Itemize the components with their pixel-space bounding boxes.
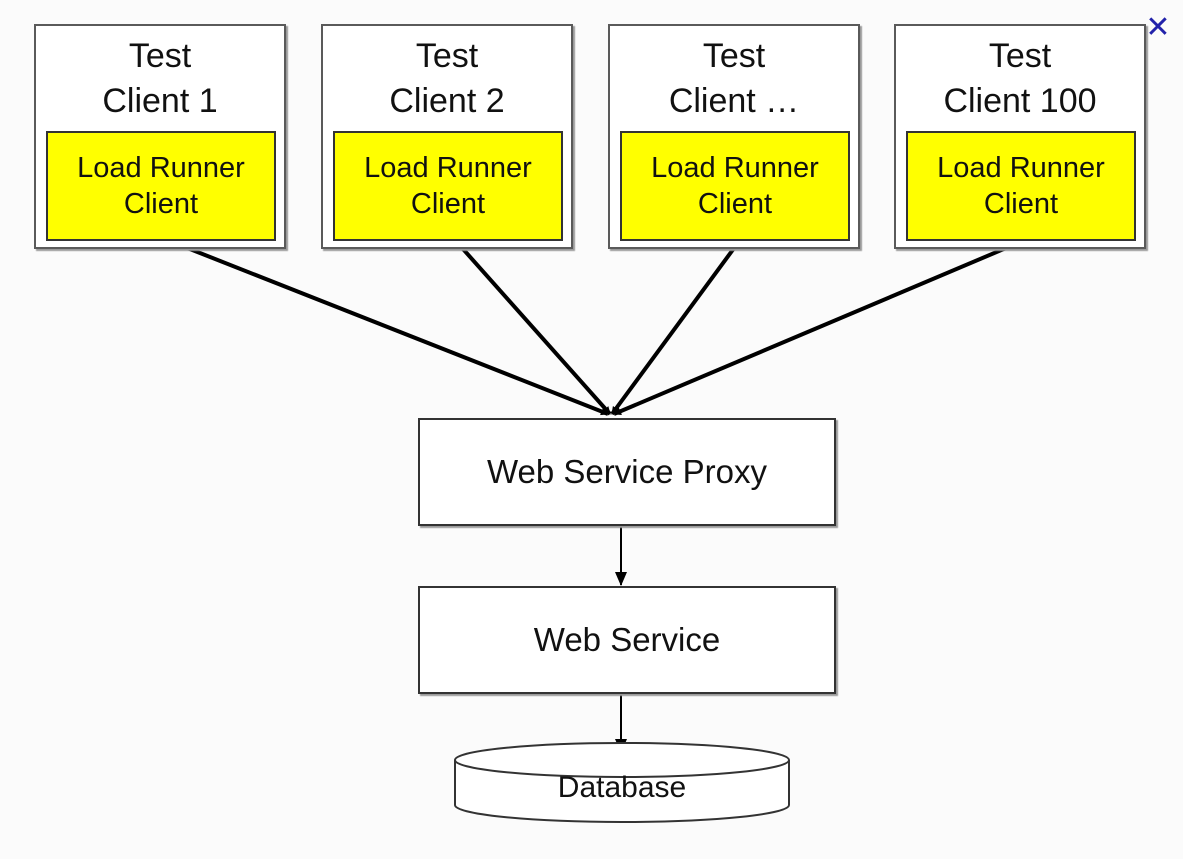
test-client-title: Test Client …	[668, 37, 800, 120]
arrow-client1-to-proxy	[166, 238, 609, 416]
load-runner-client-box: Load Runner Client	[906, 131, 1136, 241]
load-runner-client-box: Load Runner Client	[620, 131, 850, 241]
close-icon[interactable]: ✕	[1145, 9, 1171, 45]
arrow-client2-to-proxy	[453, 238, 612, 416]
load-runner-client-box: Load Runner Client	[46, 131, 276, 241]
database-cylinder	[454, 742, 790, 823]
arrow-client4-to-proxy	[613, 238, 1026, 416]
web-service-box: Web Service	[418, 586, 836, 694]
load-runner-client-box: Load Runner Client	[333, 131, 563, 241]
test-client-box: Test Client 1 Load Runner Client	[34, 24, 286, 249]
test-client-title: Test Client 2	[389, 37, 505, 120]
test-client-box: Test Client … Load Runner Client	[608, 24, 860, 249]
test-client-title: Test Client 1	[102, 37, 218, 120]
test-client-box: Test Client 2 Load Runner Client	[321, 24, 573, 249]
database-label: Database	[557, 771, 687, 804]
arrow-client3-to-proxy	[610, 238, 742, 416]
test-client-title: Test Client 100	[943, 37, 1097, 120]
web-service-proxy-box: Web Service Proxy	[418, 418, 836, 526]
test-client-box: Test Client 100 Load Runner Client	[894, 24, 1146, 249]
